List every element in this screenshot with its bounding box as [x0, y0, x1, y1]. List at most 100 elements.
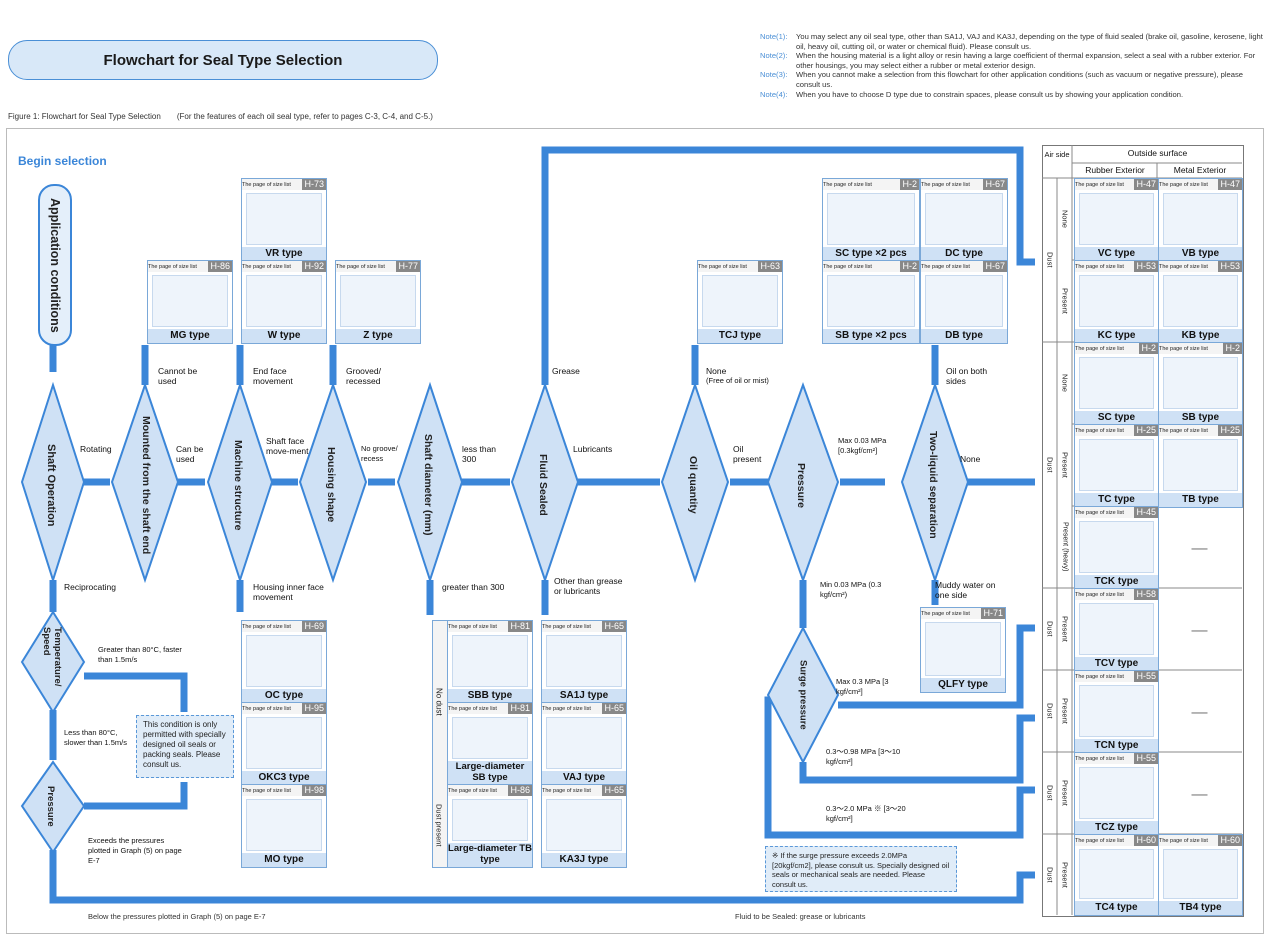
size-list-page: H-25: [1134, 425, 1158, 436]
edge-none-oil-sub: (Free of oil or mist): [706, 376, 769, 385]
table-sub-1: Present: [1060, 288, 1070, 314]
edge-muddy: Muddy water on one side: [935, 580, 996, 600]
seal-illustration: [1163, 275, 1238, 327]
size-list-label: The page of size list: [1075, 509, 1124, 516]
fluid-diamond[interactable]: [510, 381, 580, 584]
size-list-label: The page of size list: [921, 610, 970, 617]
edge-range098: 0.3～0.98 MPa [3～10 kgf/cm²]: [826, 747, 901, 766]
edge-range20: 0.3～2.0 MPa ※ [3～20 kgf/cm²]: [826, 804, 906, 823]
note-1: Note(1):You may select any oil seal type…: [760, 32, 1263, 51]
page-title: Flowchart for Seal Type Selection: [8, 40, 438, 80]
table-dust-e: Dust: [1045, 785, 1055, 801]
seal-illustration: [546, 717, 622, 769]
metal-header: Metal Exterior: [1173, 165, 1227, 175]
edge-oil-both: Oil on both sides: [946, 366, 988, 386]
machine-diamond[interactable]: [206, 381, 274, 584]
begin-label: Begin selection: [18, 154, 107, 168]
seal-type-name: MO type: [242, 853, 326, 867]
oil-quantity-label: Oil quantity: [687, 456, 699, 514]
seal-type-name: TCJ type: [698, 329, 782, 343]
size-list-page: H-92: [302, 261, 326, 272]
pressure2-diamond[interactable]: [20, 760, 86, 854]
housing-diamond[interactable]: [298, 381, 368, 584]
figure-caption: Figure 1: Flowchart for Seal Type Select…: [8, 112, 433, 121]
size-list-page: H-67: [983, 179, 1007, 190]
size-list-page: H-86: [208, 261, 232, 272]
table-dust-d: Dust: [1045, 703, 1055, 719]
size-list-page: H-47: [1134, 179, 1158, 190]
seal-illustration: [1079, 603, 1154, 655]
two-liquid-diamond[interactable]: [900, 381, 970, 584]
size-list-label: The page of size list: [448, 623, 497, 630]
size-list-page: H-81: [508, 621, 532, 632]
size-list-page: H-65: [602, 621, 626, 632]
seal-type-name: TC type: [1075, 493, 1158, 507]
table-sub-6: Present: [1060, 698, 1070, 724]
two-liquid-label: Two-liquid separation: [927, 431, 939, 539]
size-list-page: H-71: [981, 608, 1005, 619]
seal-illustration: [1079, 275, 1154, 327]
size-list-page: H-95: [302, 703, 326, 714]
edge-end-face: End face movement: [253, 366, 293, 386]
seal-illustration: [1079, 439, 1154, 491]
seal-illustration: [1163, 193, 1238, 245]
start-node[interactable]: Application conditions: [38, 184, 72, 346]
size-list-label: The page of size list: [698, 263, 747, 270]
surge-diamond[interactable]: [766, 625, 840, 765]
size-list-page: H-53: [1134, 261, 1158, 272]
seal-illustration: [925, 622, 1001, 676]
size-list-page: H-2: [900, 179, 919, 190]
seal-type-name: OC type: [242, 689, 326, 703]
seal-type-name: KA3J type: [542, 853, 626, 867]
outside-surface-header: Outside surface: [1127, 148, 1188, 158]
seal-type-name: MG type: [148, 329, 232, 343]
pressure-diamond[interactable]: [766, 382, 840, 583]
rubber-header: Rubber Exterior: [1085, 165, 1145, 175]
diameter-diamond[interactable]: [396, 381, 464, 584]
surge-label: Surge pressure: [797, 660, 809, 730]
temp-diamond[interactable]: [20, 610, 86, 714]
seal-illustration: [1079, 193, 1154, 245]
seal-illustration: [1079, 849, 1154, 899]
mounted-diamond[interactable]: [110, 381, 180, 584]
shaft-operation-diamond[interactable]: [20, 381, 86, 584]
notes: Note(1):You may select any oil seal type…: [760, 32, 1264, 99]
oil-quantity-diamond[interactable]: [660, 381, 730, 584]
size-list-label: The page of size list: [448, 705, 497, 712]
diagram-frame: [6, 128, 1264, 934]
size-list-page: H-53: [1218, 261, 1242, 272]
